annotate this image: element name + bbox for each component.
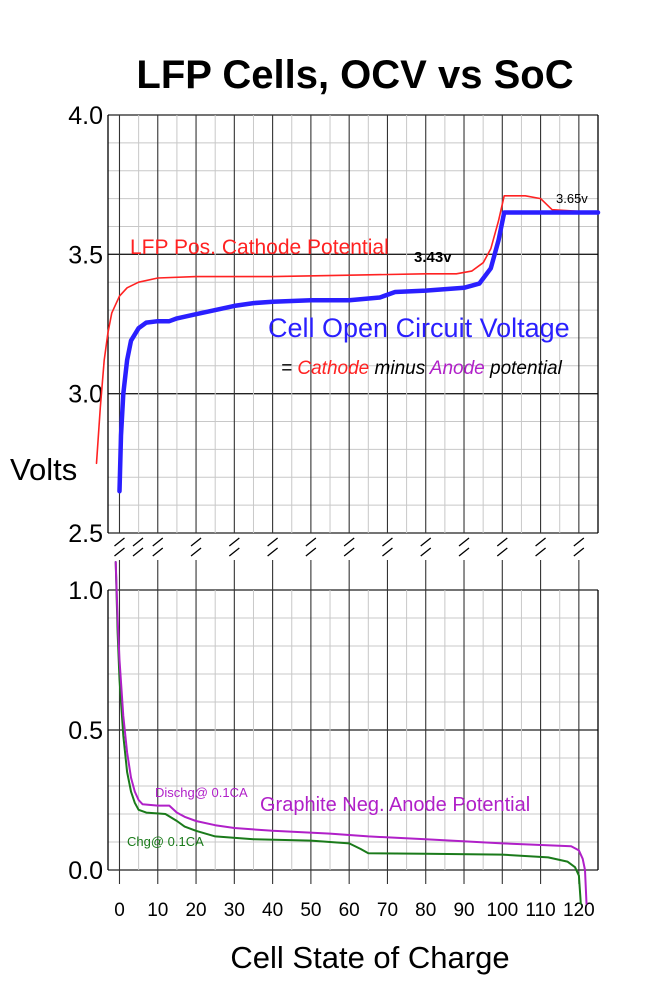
x-tick-label: 110 <box>525 900 555 921</box>
x-tick-label: 90 <box>453 900 474 921</box>
x-tick-label: 70 <box>377 900 398 921</box>
charge-series-label: Chg@ 0.1CA <box>127 834 204 849</box>
y-tick-label: 0.5 <box>68 717 103 745</box>
x-tick-label: 60 <box>339 900 360 921</box>
break-mark <box>535 537 546 557</box>
cell-ocv-line <box>117 210 601 494</box>
ocv-series-label: Cell Open Circuit Voltage <box>268 313 570 343</box>
break-mark <box>343 537 355 557</box>
charge-anode-line <box>114 561 582 905</box>
break-mark <box>152 537 164 557</box>
y-tick-label: 3.0 <box>68 381 103 409</box>
max-voltage-annotation: 3.65v <box>556 191 588 206</box>
x-tick-label: 40 <box>262 900 283 921</box>
ocv-formula-annotation: = Cathode minus Anode potential <box>281 358 563 379</box>
y-tick-label: 1.0 <box>68 577 103 605</box>
axis-break-marks <box>106 536 600 558</box>
break-mark <box>420 537 432 557</box>
x-tick-label: 120 <box>563 900 595 921</box>
upper-y-tick-labels: 2.5 3.0 3.5 4.0 <box>68 102 103 548</box>
discharge-series-label: Dischg@ 0.1CA <box>155 785 248 800</box>
break-mark <box>305 537 317 557</box>
x-tick-label: 20 <box>185 900 206 921</box>
discharge-anode-line <box>114 561 588 905</box>
anode-potential-label: Graphite Neg. Anode Potential <box>260 794 530 816</box>
x-tick-label: 80 <box>415 900 436 921</box>
break-mark <box>132 537 144 557</box>
x-tick-label: 30 <box>224 900 245 921</box>
x-tick-label: 50 <box>300 900 321 921</box>
upper-grid <box>107 114 599 534</box>
x-tick-label: 0 <box>114 900 125 921</box>
y-tick-label: 2.5 <box>68 520 103 548</box>
x-axis-label: Cell State of Charge <box>230 940 509 975</box>
cathode-potential-line <box>95 195 599 465</box>
chart-title: LFP Cells, OCV vs SoC <box>136 53 573 97</box>
series-lines <box>95 195 601 905</box>
lower-y-tick-labels: 0.0 0.5 1.0 <box>68 577 103 885</box>
break-mark <box>190 537 202 557</box>
break-mark <box>573 537 585 557</box>
cathode-series-label: LFP Pos. Cathode Potential <box>130 236 389 259</box>
lower-grid <box>107 560 599 884</box>
x-tick-label: 10 <box>147 900 168 921</box>
y-tick-label: 0.0 <box>68 857 103 885</box>
break-mark <box>382 537 393 557</box>
y-tick-label: 4.0 <box>68 102 103 130</box>
axis-break-gap <box>106 536 600 558</box>
x-tick-labels: 0 10 20 30 40 50 60 70 80 90 100 110 120 <box>114 900 595 921</box>
break-mark <box>228 537 240 557</box>
x-tick-label: 100 <box>486 900 518 921</box>
break-mark <box>458 537 470 557</box>
y-tick-label: 3.5 <box>68 241 103 269</box>
break-mark <box>267 537 279 557</box>
y-axis-label: Volts <box>10 452 77 487</box>
cathode-plateau-annotation: 3.43v <box>414 249 452 266</box>
break-mark <box>114 537 125 557</box>
break-mark <box>496 537 508 557</box>
